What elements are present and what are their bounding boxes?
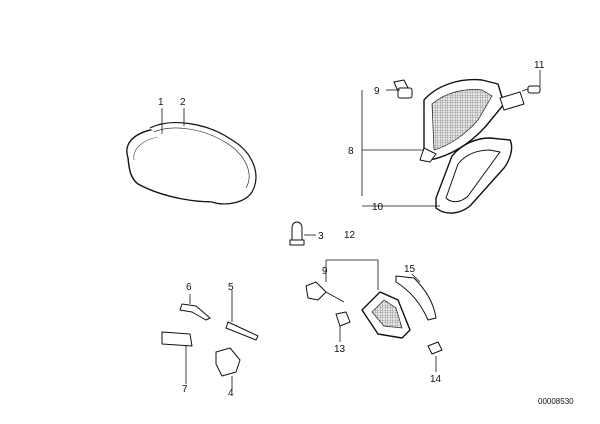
bulb-socket: [393, 79, 413, 99]
callout-9b: 9: [322, 266, 328, 277]
gasket-15: [395, 275, 437, 321]
callout-15: 15: [404, 264, 416, 275]
screw-14: [427, 341, 443, 355]
callout-12: 12: [344, 230, 356, 241]
leader-lines: [161, 70, 541, 390]
turn-signal-housing: [419, 78, 525, 163]
callout-14: 14: [430, 374, 442, 385]
connector-4: [215, 347, 241, 377]
callout-5: 5: [228, 282, 234, 293]
callout-13: 13: [334, 344, 346, 355]
callout-2: 2: [180, 97, 186, 108]
cable-6: [179, 303, 211, 321]
callout-6: 6: [186, 282, 192, 293]
turn-signal-lower: [361, 291, 411, 339]
nut-13: [335, 311, 351, 327]
callout-8: 8: [348, 146, 354, 157]
callout-9a: 9: [374, 86, 380, 97]
callout-7: 7: [182, 384, 188, 395]
callout-11: 11: [534, 60, 545, 71]
bulb-3: [289, 221, 305, 246]
callout-3: 3: [318, 231, 324, 242]
reference-code: 00008530: [538, 397, 574, 406]
callout-1: 1: [158, 97, 164, 108]
cable-5: [225, 321, 259, 341]
bulb-holder-9: [305, 281, 345, 303]
connector-7: [161, 331, 193, 347]
callout-4: 4: [228, 388, 234, 399]
screw-11: [521, 85, 541, 94]
callout-10: 10: [372, 202, 384, 213]
lens-frame-10: [435, 137, 513, 214]
